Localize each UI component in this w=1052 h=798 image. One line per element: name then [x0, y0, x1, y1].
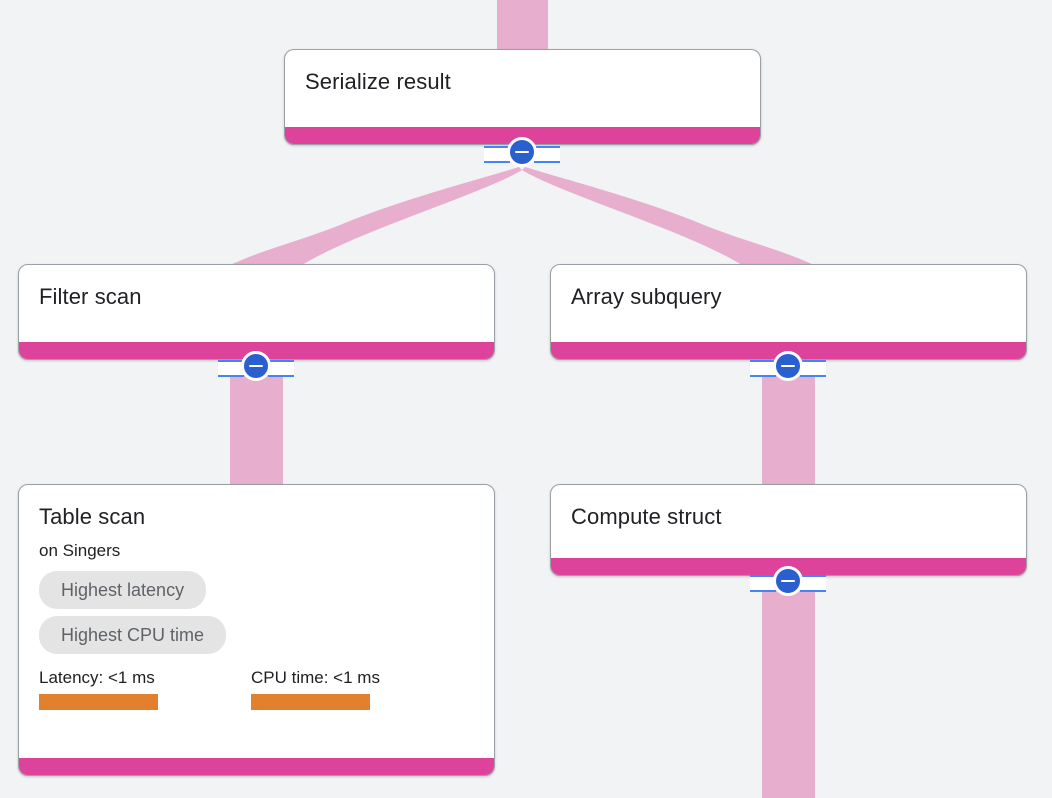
toggle-rail-left: [218, 359, 244, 377]
minus-icon[interactable]: [507, 137, 537, 167]
edge-compute-struct-downward: [762, 576, 815, 798]
toggle-rail-right: [800, 359, 826, 377]
node-body: Compute struct: [551, 485, 1026, 531]
metric-list: Latency: <1 ms CPU time: <1 ms: [39, 667, 474, 710]
minus-icon[interactable]: [773, 351, 803, 381]
toggle-rail-left: [484, 145, 510, 163]
toggle-compute-struct[interactable]: [750, 566, 826, 596]
toggle-rail-left: [750, 574, 776, 592]
node-title: Array subquery: [571, 284, 722, 309]
edge-serialize-result-to-filter-scan: [230, 167, 522, 265]
node-title: Filter scan: [39, 284, 142, 309]
node-title: Serialize result: [305, 69, 451, 94]
node-filter-scan[interactable]: Filter scan: [18, 264, 495, 360]
node-body: Array subquery: [551, 265, 1026, 311]
node-body: Serialize result: [285, 50, 760, 96]
node-footer-bar: [19, 758, 494, 775]
node-footer-bar: [551, 342, 1026, 359]
toggle-rail-left: [750, 359, 776, 377]
metric: Latency: <1 ms: [39, 667, 251, 710]
toggle-rail-right: [800, 574, 826, 592]
toggle-rail-right: [268, 359, 294, 377]
minus-icon[interactable]: [773, 566, 803, 596]
node-subtitle: on Singers: [39, 541, 121, 560]
metric-bar-fill: [251, 694, 370, 710]
metric-label: Latency: <1 ms: [39, 668, 155, 687]
metric-label: CPU time: <1 ms: [251, 668, 380, 687]
toggle-rail-right: [534, 145, 560, 163]
toggle-array-subquery[interactable]: [750, 351, 826, 381]
minus-icon[interactable]: [241, 351, 271, 381]
metric-bar-track: [39, 694, 251, 710]
node-array-subquery[interactable]: Array subquery: [550, 264, 1027, 360]
toggle-filter-scan[interactable]: [218, 351, 294, 381]
node-footer-bar: [19, 342, 494, 359]
node-compute-struct[interactable]: Compute struct: [550, 484, 1027, 576]
edge-serialize-result-to-array-subquery: [522, 167, 814, 265]
node-title: Compute struct: [571, 504, 722, 529]
edge-into-serialize-result: [497, 0, 548, 49]
node-body: Filter scan: [19, 265, 494, 311]
node-serialize-result[interactable]: Serialize result: [284, 49, 761, 145]
metric-bar-track: [251, 694, 463, 710]
node-footer-bar: [285, 127, 760, 144]
status-badge: Highest latency: [39, 571, 207, 609]
status-badge: Highest CPU time: [39, 616, 227, 654]
metric-bar-fill: [39, 694, 158, 710]
toggle-serialize-result[interactable]: [484, 137, 560, 167]
metric: CPU time: <1 ms: [251, 667, 463, 710]
node-title: Table scan: [39, 504, 146, 529]
